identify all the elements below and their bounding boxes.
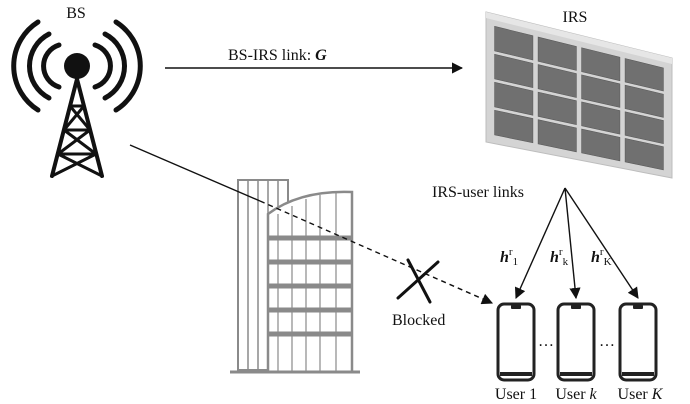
channel-h1-label: hr1: [500, 246, 518, 268]
irs-userk-link-arrow: [564, 187, 581, 300]
irs-element-cell: [494, 25, 534, 61]
user-k-phone-icon: [556, 302, 596, 382]
irs-element-cell: [581, 74, 621, 108]
channel-hk-sub: k: [563, 256, 569, 268]
channel-h1-sup: r: [509, 246, 513, 258]
irs-element-cell: [537, 36, 577, 71]
irs-user-links-label: IRS-user links: [432, 184, 524, 201]
user-k-label: User k: [555, 386, 597, 403]
irs-element-cell: [624, 58, 664, 92]
blocked-cross-icon: [396, 258, 440, 304]
user-1-phone-icon: [496, 302, 536, 382]
bs-irs-link-label: BS-IRS link: G: [228, 47, 327, 64]
irs-element-cell: [624, 138, 664, 171]
bs-irs-link-text: BS-IRS link:: [228, 47, 315, 64]
irs-element-cell: [494, 109, 534, 144]
irs-label: IRS: [563, 9, 588, 26]
user-1-label: User 1: [495, 386, 537, 403]
irs-userK-link-arrow: [564, 187, 639, 299]
user-k-prefix: User: [555, 386, 589, 403]
building-icon: [230, 179, 360, 374]
user-K-index: K: [651, 386, 664, 403]
ellipsis-1: …: [538, 333, 554, 350]
channel-g-symbol: G: [315, 47, 327, 64]
irs-element-cell: [581, 128, 621, 162]
ellipsis-2: …: [599, 333, 615, 350]
channel-hk-base: h: [550, 249, 559, 266]
blocked-label: Blocked: [392, 312, 445, 329]
user-K-phone-icon: [618, 302, 658, 382]
irs-element-cell: [494, 81, 534, 116]
bs-label: BS: [66, 5, 86, 22]
irs-element-cell: [581, 47, 621, 82]
channel-hk-label: hrk: [550, 246, 569, 268]
user-1-index: 1: [529, 386, 537, 403]
irs-element-cell: [494, 53, 534, 89]
channel-h1-sub: 1: [513, 256, 519, 268]
channel-hK-label: hrK: [591, 246, 612, 268]
irs-element-cell: [581, 101, 621, 135]
channel-hk-sup: r: [559, 246, 563, 258]
user-K-label: User K: [618, 386, 664, 403]
channel-hK-base: h: [591, 249, 600, 266]
irs-element-cell: [624, 84, 664, 118]
channel-hK-sub: K: [604, 256, 612, 268]
irs-element-cell: [537, 91, 577, 126]
blocked-dashed-path: [259, 200, 494, 305]
irs-element-cell: [537, 64, 577, 98]
irs-element-cell: [624, 111, 664, 144]
bs-building-direct-path: [129, 144, 261, 202]
irs-panel: [485, 11, 673, 179]
irs-user1-link-arrow: [514, 187, 566, 300]
user-K-prefix: User: [618, 386, 652, 403]
user-1-prefix: User: [495, 386, 529, 403]
user-k-index: k: [590, 386, 598, 403]
channel-h1-base: h: [500, 249, 509, 266]
channel-hK-sup: r: [600, 246, 604, 258]
irs-element-cell: [537, 119, 577, 153]
bs-tower-icon: [11, 19, 143, 178]
